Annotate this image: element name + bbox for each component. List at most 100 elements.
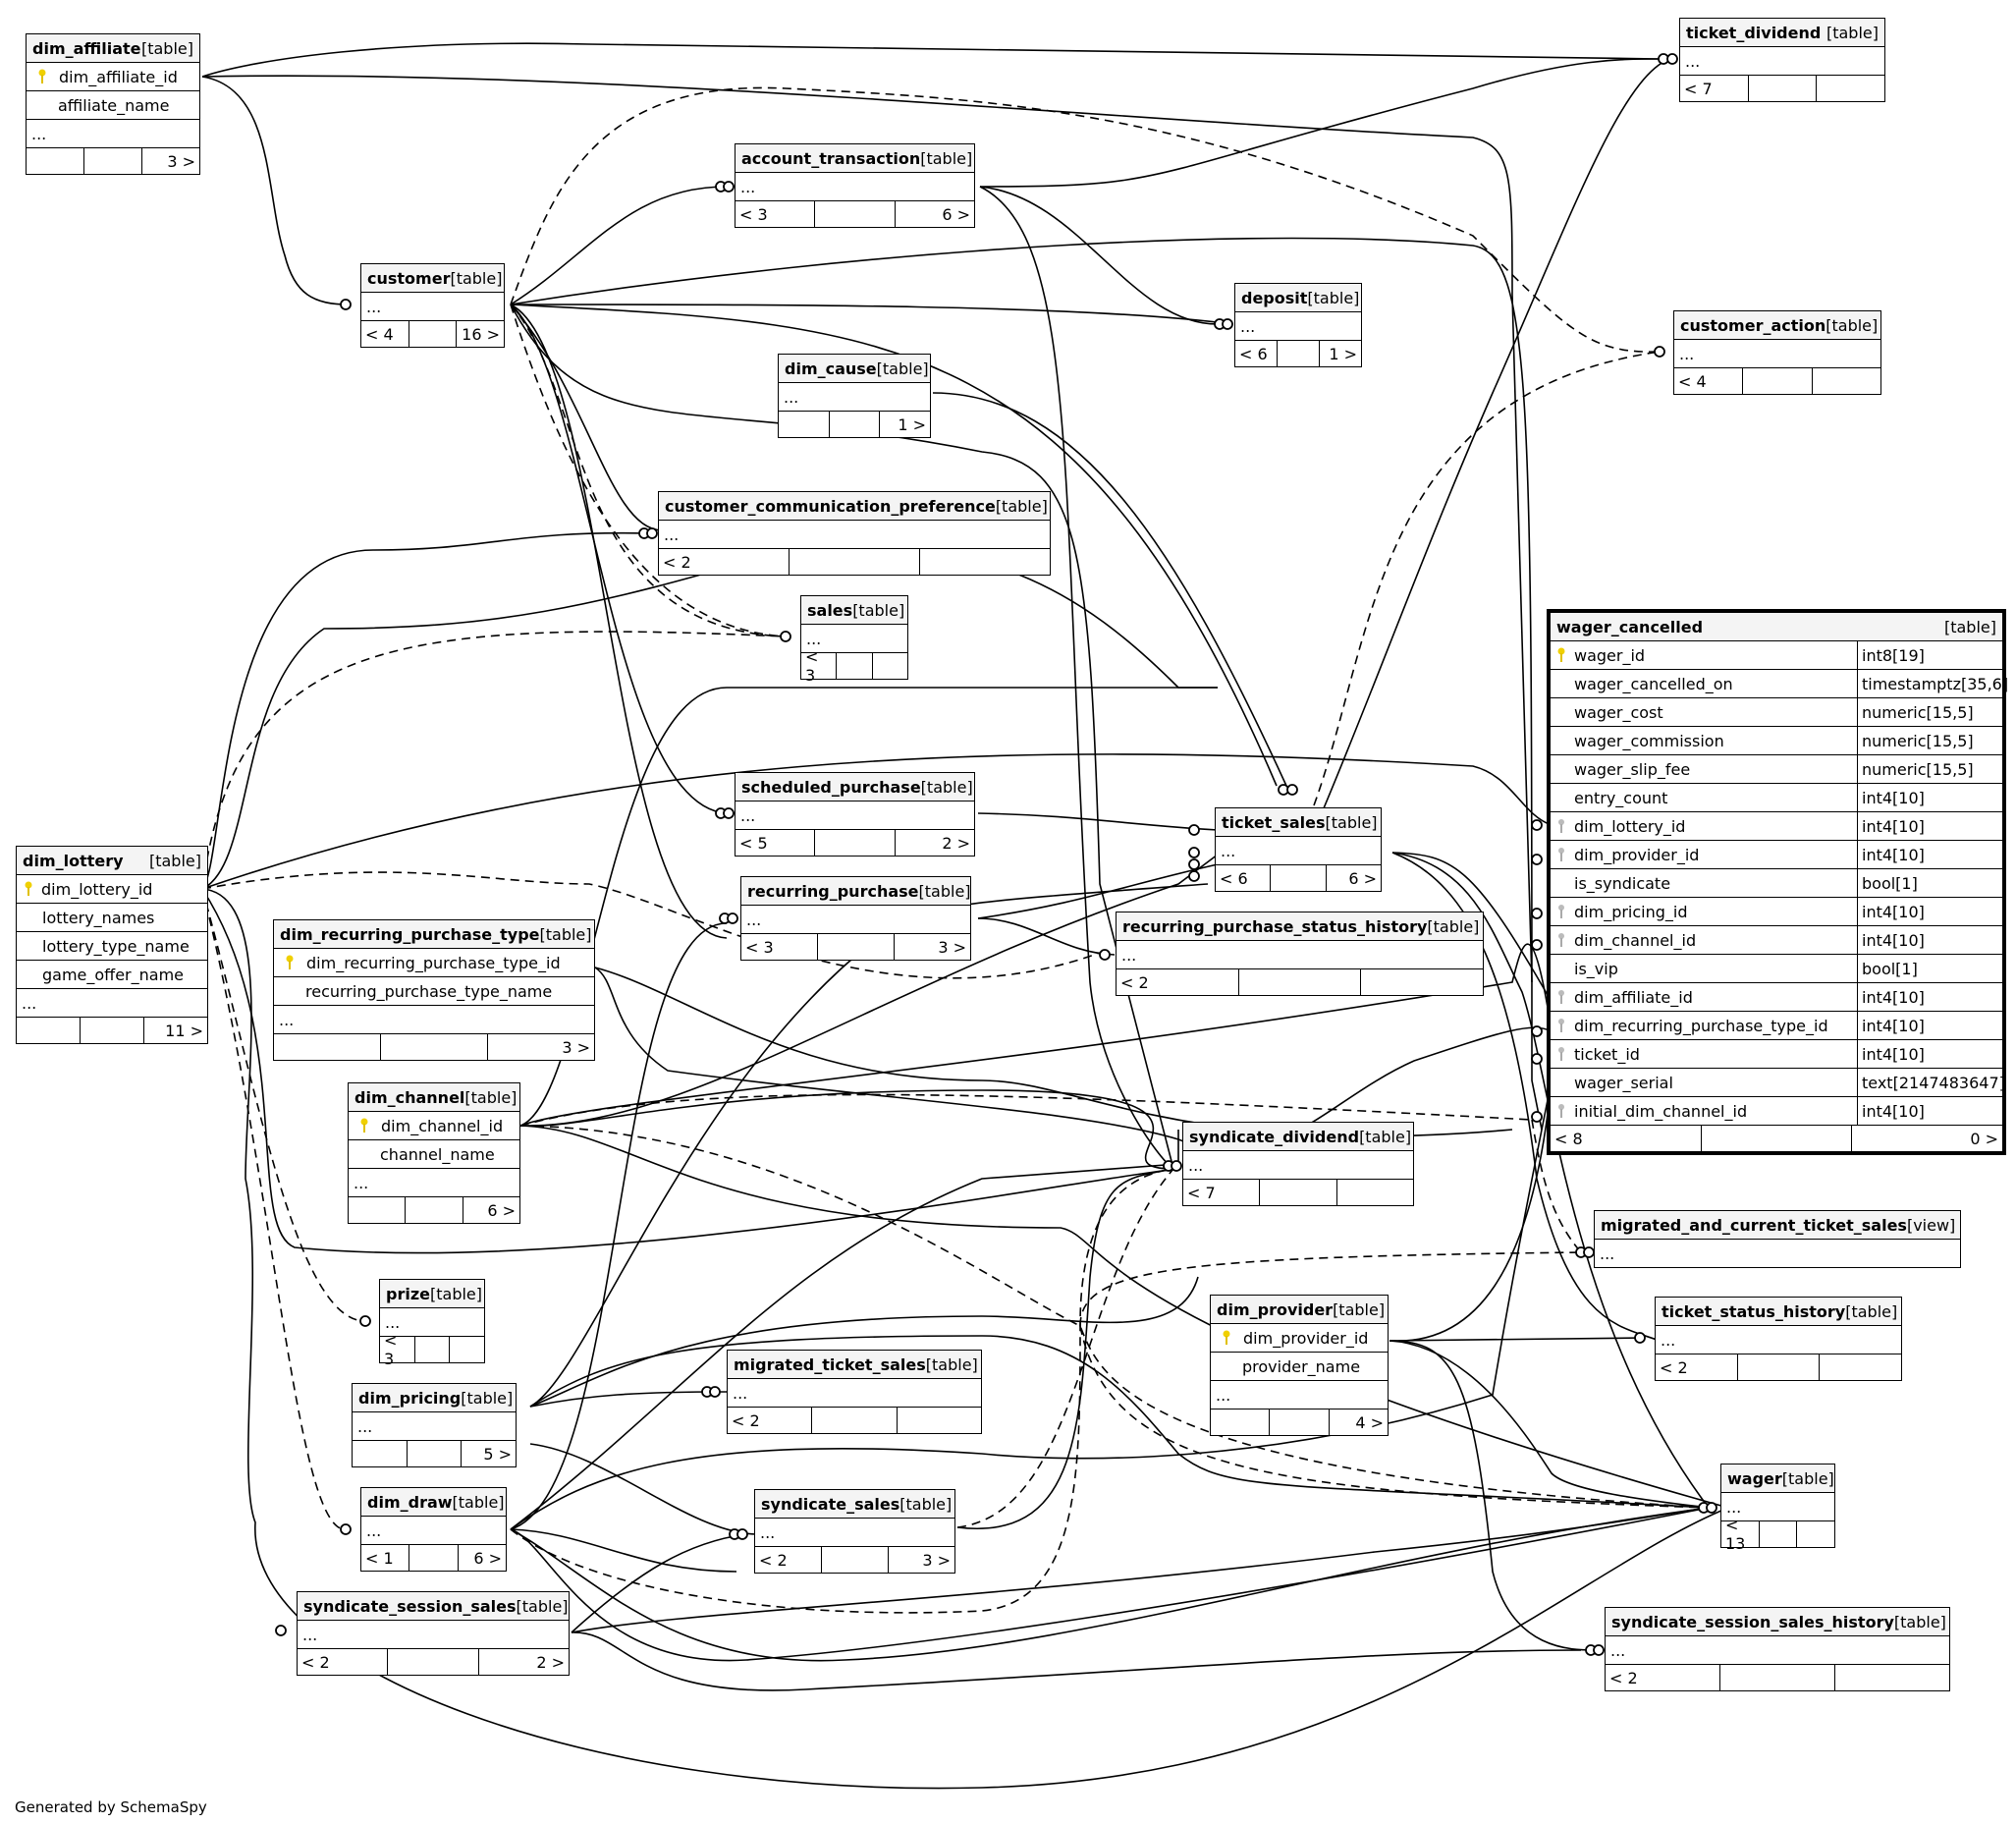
view-migrated-and-current-ticket-sales[interactable]: migrated_and_current_ticket_sales[view] …: [1594, 1210, 1961, 1268]
children-count[interactable]: [449, 1337, 484, 1362]
parents-count[interactable]: < 7: [1187, 1183, 1216, 1202]
parents-count[interactable]: < 8: [1554, 1129, 1583, 1148]
ellipsis: ...: [664, 525, 680, 544]
table-recurring-purchase-status-history[interactable]: recurring_purchase_status_history[table]…: [1116, 912, 1484, 996]
parents-count[interactable]: < 3: [805, 647, 819, 685]
children-count[interactable]: [1816, 76, 1884, 101]
parents-count[interactable]: < 2: [732, 1410, 760, 1430]
children-count[interactable]: [1819, 1354, 1901, 1380]
children-count[interactable]: 1 >: [879, 412, 930, 437]
table-customer-communication-preference[interactable]: customer_communication_preference[table]…: [658, 491, 1051, 576]
table-sales[interactable]: sales[table] ... < 3: [800, 595, 908, 685]
table-syndicate-session-sales-history[interactable]: syndicate_session_sales_history[table] .…: [1605, 1607, 1950, 1691]
table-customer-action[interactable]: customer_action[table] ... < 4: [1673, 310, 1881, 395]
ellipsis: ...: [1726, 1497, 1742, 1517]
children-count[interactable]: 4 >: [1328, 1409, 1388, 1435]
parents-count[interactable]: < 2: [1120, 972, 1149, 992]
parents-count[interactable]: [779, 412, 829, 437]
table-dim-cause[interactable]: dim_cause[table] ... 1 >: [778, 354, 931, 438]
children-count[interactable]: 6 >: [457, 1545, 506, 1571]
table-kind: [table]: [450, 268, 503, 288]
parents-count[interactable]: < 2: [1609, 1668, 1638, 1687]
table-syndicate-dividend[interactable]: syndicate_dividend[table] ... < 7: [1182, 1122, 1414, 1206]
table-dim-channel[interactable]: dim_channel[table] dim_channel_id channe…: [348, 1082, 520, 1224]
parents-count[interactable]: < 3: [739, 204, 768, 224]
parents-count[interactable]: < 3: [384, 1331, 398, 1368]
children-count[interactable]: 3 >: [487, 1034, 594, 1060]
table-dim-lottery[interactable]: dim_lottery[table] dim_lottery_id lotter…: [16, 846, 208, 1044]
table-dim-provider[interactable]: dim_provider[table] dim_provider_id prov…: [1210, 1295, 1389, 1436]
table-ticket-dividend[interactable]: ticket_dividend[table] ... < 7: [1679, 18, 1885, 102]
table-kind: [table]: [140, 38, 193, 58]
parents-count[interactable]: < 2: [301, 1652, 330, 1672]
parents-count[interactable]: < 7: [1684, 79, 1713, 98]
children-count[interactable]: [1360, 969, 1483, 995]
table-migrated-ticket-sales[interactable]: migrated_ticket_sales[table] ... < 2: [727, 1350, 982, 1434]
table-name: prize: [386, 1284, 430, 1303]
parents-count[interactable]: < 2: [759, 1550, 788, 1570]
column: lottery_names: [17, 904, 207, 932]
table-prize[interactable]: prize[table] ... < 3: [379, 1279, 485, 1368]
foreign-key-icon: [1554, 847, 1568, 862]
children-count[interactable]: [896, 1408, 981, 1433]
column-type: timestamptz[35,6]: [1857, 670, 2008, 697]
children-count[interactable]: 6 >: [1325, 865, 1381, 891]
children-count[interactable]: 2 >: [477, 1649, 569, 1675]
children-count[interactable]: [919, 549, 1050, 575]
table-ticket-status-history[interactable]: ticket_status_history[table] ... < 2: [1655, 1297, 1902, 1381]
children-count[interactable]: [1796, 1521, 1834, 1547]
column-name-cell: is_vip: [1551, 955, 1857, 982]
children-count[interactable]: 1 >: [1319, 341, 1361, 366]
children-count[interactable]: 2 >: [894, 830, 974, 856]
table-dim-affiliate[interactable]: dim_affiliate[table] dim_affiliate_id af…: [26, 33, 200, 175]
children-count[interactable]: 5 >: [461, 1441, 516, 1466]
parents-count[interactable]: [349, 1197, 405, 1223]
children-count[interactable]: 3 >: [141, 148, 199, 174]
parents-count[interactable]: [1211, 1409, 1269, 1435]
parents-count[interactable]: < 4: [365, 324, 394, 344]
table-dim-pricing[interactable]: dim_pricing[table] ... 5 >: [352, 1383, 517, 1467]
parents-count[interactable]: < 2: [1660, 1357, 1688, 1377]
parents-count[interactable]: < 3: [745, 937, 774, 957]
table-kind: [table]: [1845, 1301, 1898, 1321]
column-name-cell: dim_provider_id: [1551, 841, 1857, 868]
children-count[interactable]: [1811, 368, 1880, 394]
children-count[interactable]: [871, 653, 907, 679]
children-count[interactable]: 3 >: [888, 1547, 954, 1573]
children-count[interactable]: 6 >: [894, 201, 974, 227]
parents-count[interactable]: [17, 1018, 80, 1043]
parents-count[interactable]: [274, 1034, 380, 1060]
parents-count[interactable]: < 13: [1725, 1516, 1746, 1553]
children-count[interactable]: 16 >: [456, 321, 504, 347]
ellipsis: ...: [1188, 1155, 1204, 1175]
children-count[interactable]: 6 >: [462, 1197, 519, 1223]
parents-count[interactable]: [27, 148, 83, 174]
parents-count[interactable]: < 4: [1678, 371, 1707, 391]
parents-count[interactable]: [353, 1441, 407, 1466]
children-count[interactable]: [1834, 1665, 1949, 1690]
table-wager[interactable]: wager[table] ... < 13: [1720, 1464, 1835, 1553]
parents-count[interactable]: < 1: [365, 1548, 394, 1568]
parents-count[interactable]: < 6: [1239, 344, 1268, 363]
children-count[interactable]: 3 >: [894, 934, 970, 960]
ellipsis: ...: [31, 124, 47, 143]
ellipsis: ...: [385, 1312, 401, 1332]
parents-count[interactable]: < 6: [1220, 868, 1248, 888]
children-count[interactable]: [1335, 1180, 1413, 1205]
children-count[interactable]: 11 >: [143, 1018, 207, 1043]
table-dim-recurring-purchase-type[interactable]: dim_recurring_purchase_type[table] dim_r…: [273, 919, 595, 1061]
parents-count[interactable]: < 2: [663, 552, 691, 572]
table-header: migrated_and_current_ticket_sales[view]: [1595, 1211, 1960, 1240]
children-count[interactable]: 0 >: [1851, 1126, 2002, 1151]
parents-count[interactable]: < 5: [739, 833, 768, 853]
